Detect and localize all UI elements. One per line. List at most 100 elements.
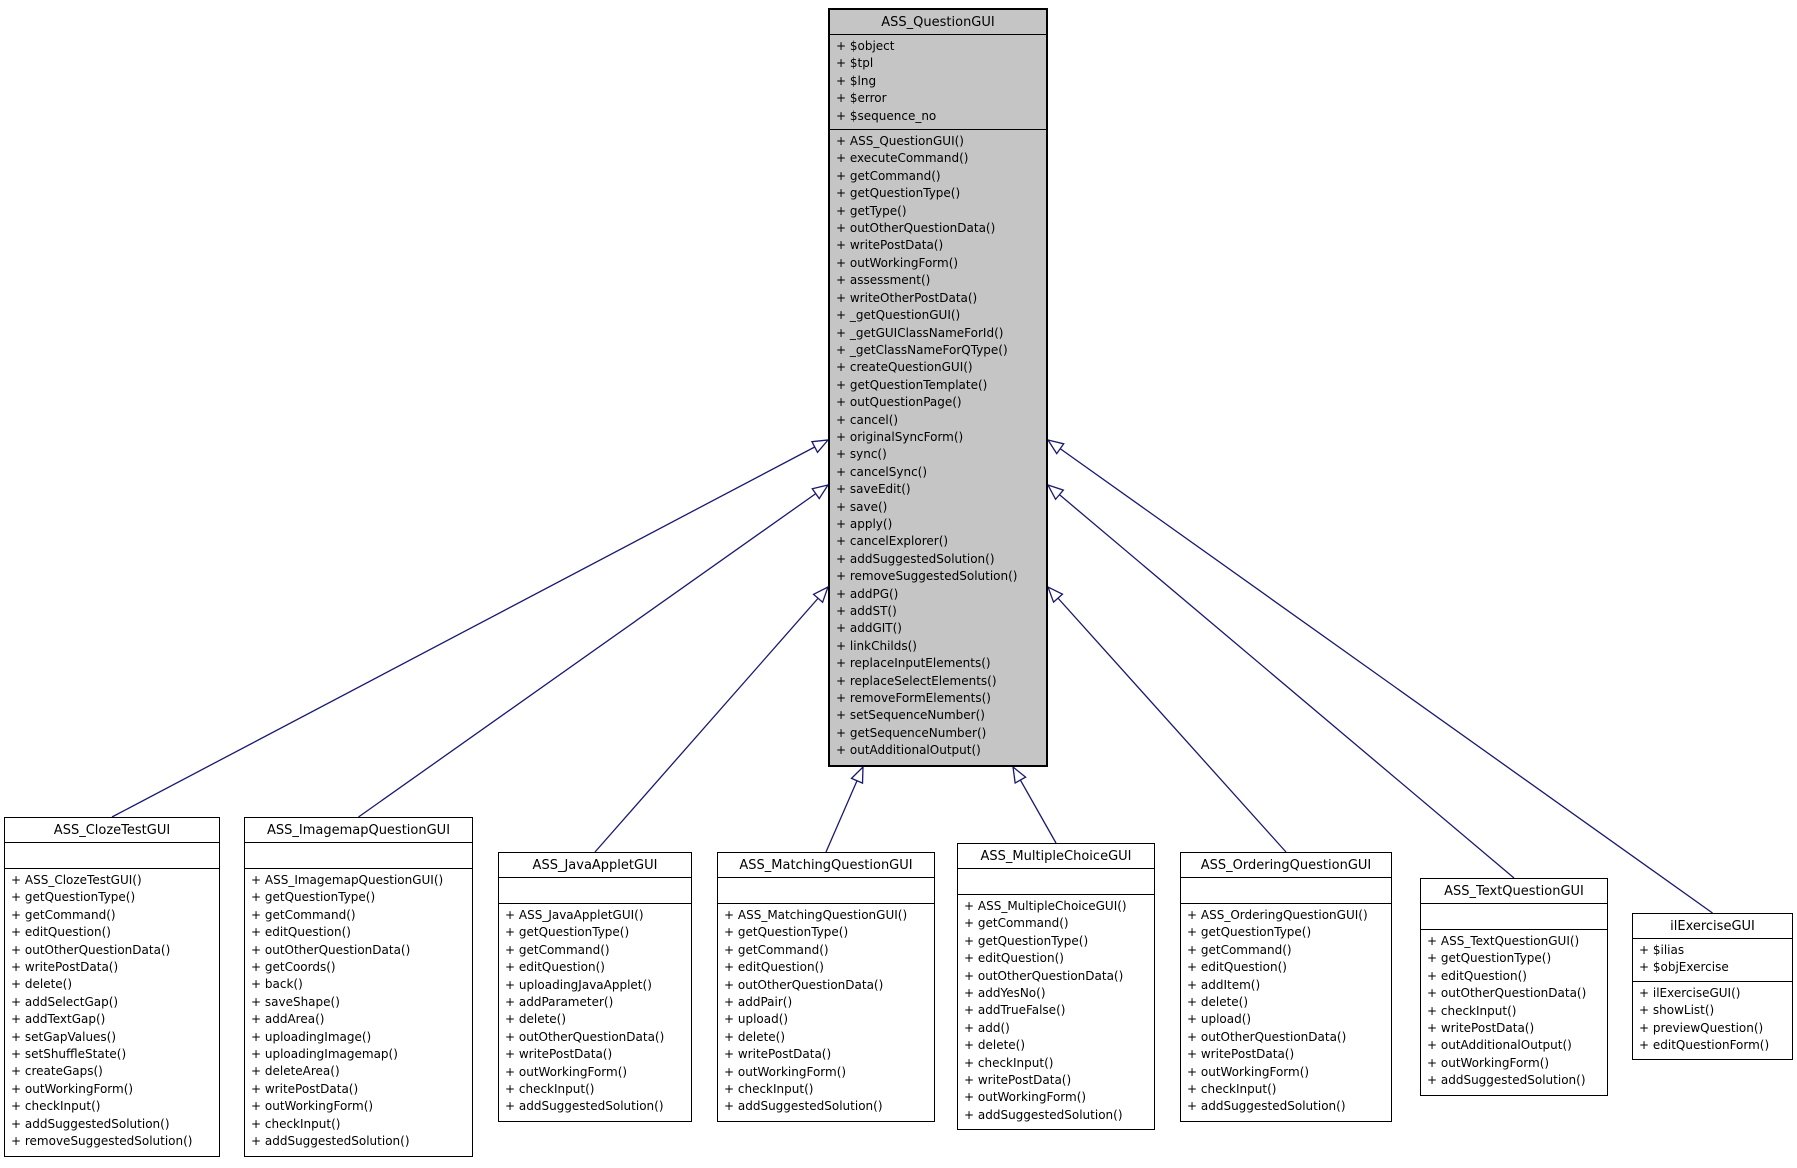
class-method: + getQuestionType(): [11, 890, 136, 905]
class-method: + replaceSelectElements(): [836, 673, 997, 688]
class-method: + addSuggestedSolution(): [11, 1116, 170, 1131]
class-method: + outWorkingForm(): [251, 1099, 374, 1114]
class-method: + editQuestion(): [1427, 968, 1527, 983]
class-method: + ASS_TextQuestionGUI(): [1427, 934, 1580, 948]
class-method: + editQuestion(): [11, 925, 111, 940]
class-method: + outWorkingForm(): [836, 255, 959, 270]
class-method: + addPair(): [724, 995, 793, 1010]
class-attributes-section: [718, 878, 934, 904]
inheritance-edge-ASS_TextQuestionGUI: [1046, 483, 1515, 879]
class-node-ASS_QuestionGUI[interactable]: ASS_QuestionGUI+ $object+ $tpl+ $lng+ $e…: [828, 8, 1048, 767]
class-attributes-section: [1181, 878, 1391, 904]
class-method: + delete(): [11, 977, 73, 992]
class-attributes-section: + $object+ $tpl+ $lng+ $error+ $sequence…: [830, 35, 1046, 131]
class-node-ilExerciseGUI[interactable]: ilExerciseGUI+ $ilias+ $objExercise + ilE…: [1632, 913, 1793, 1061]
class-method: + checkInput(): [964, 1055, 1054, 1070]
class-method: + uploadingImage(): [251, 1029, 372, 1044]
class-method: + cancelExplorer(): [836, 534, 949, 549]
class-method: + addSuggestedSolution(): [1187, 1099, 1346, 1114]
class-method: + addSuggestedSolution(): [251, 1134, 410, 1149]
class-method: + getType(): [836, 203, 907, 218]
class-attribute: + $sequence_no: [836, 108, 937, 123]
class-attributes-section: + $ilias+ $objExercise: [1633, 939, 1792, 982]
inheritance-edge-ASS_JavaAppletGUI: [594, 585, 830, 853]
class-attributes-section: [958, 869, 1154, 895]
class-method: + addSelectGap(): [11, 994, 119, 1009]
class-method: + delete(): [964, 1038, 1026, 1053]
class-method: + writePostData(): [1187, 1047, 1295, 1062]
class-method: + getCommand(): [505, 942, 610, 957]
class-method: + getCommand(): [11, 907, 116, 922]
inheritance-edge-ASS_MatchingQuestionGUI: [825, 765, 864, 853]
class-attribute: + $objExercise: [1639, 960, 1729, 975]
class-method: + editQuestion(): [1187, 960, 1287, 975]
class-method: + previewQuestion(): [1639, 1020, 1764, 1035]
class-title: ASS_MatchingQuestionGUI: [718, 853, 934, 878]
class-method: + originalSyncForm(): [836, 429, 964, 444]
class-method: + outAdditionalOutput(): [1427, 1038, 1572, 1053]
class-method: + ASS_ImagemapQuestionGUI(): [251, 873, 444, 887]
class-node-ASS_OrderingQuestionGUI[interactable]: ASS_OrderingQuestionGUI+ ASS_OrderingQue…: [1180, 852, 1392, 1122]
class-method: + addSuggestedSolution(): [724, 1099, 883, 1114]
class-method: + outOtherQuestionData(): [11, 942, 171, 957]
class-node-ASS_ClozeTestGUI[interactable]: ASS_ClozeTestGUI+ ASS_ClozeTestGUI()+ ge…: [4, 817, 220, 1157]
class-method: + editQuestion(): [724, 960, 824, 975]
class-method: + ASS_JavaAppletGUI(): [505, 908, 644, 922]
class-method: + saveEdit(): [836, 482, 911, 497]
class-method: + addTrueFalse(): [964, 1003, 1066, 1018]
class-title: ASS_JavaAppletGUI: [499, 853, 691, 878]
class-method: + outQuestionPage(): [836, 395, 962, 410]
class-method: + _getGUIClassNameForId(): [836, 325, 1004, 340]
class-method: + createQuestionGUI(): [836, 360, 973, 375]
class-node-ASS_JavaAppletGUI[interactable]: ASS_JavaAppletGUI + ASS_JavaAppletGUI() + …: [498, 852, 692, 1122]
class-method: + addGIT(): [836, 621, 902, 636]
class-method: + setGapValues(): [11, 1029, 117, 1044]
class-method: + back(): [251, 977, 303, 992]
class-method: + getCommand(): [964, 916, 1069, 931]
class-node-ASS_TextQuestionGUI[interactable]: ASS_TextQuestionGUI+ ASS_TextQuestionGUI…: [1420, 878, 1608, 1096]
class-method: + editQuestion(): [964, 951, 1064, 966]
class-methods-section: + ASS_OrderingQuestionGUI()+ getQuestion…: [1181, 904, 1391, 1121]
class-method: + writePostData(): [251, 1081, 359, 1096]
class-method: + getCommand(): [836, 168, 941, 183]
class-method: + delete(): [724, 1029, 786, 1044]
class-method: + addSuggestedSolution(): [964, 1107, 1123, 1122]
class-method: + getQuestionType(): [505, 925, 630, 940]
inheritance-edge-ASS_ClozeTestGUI: [111, 439, 830, 818]
class-method: + checkInput(): [505, 1082, 595, 1097]
class-method: + addArea(): [251, 1012, 325, 1027]
class-method: + save(): [836, 499, 888, 514]
class-method: + outWorkingForm(): [505, 1064, 628, 1079]
class-title: ASS_ImagemapQuestionGUI: [245, 818, 472, 843]
class-node-ASS_MatchingQuestionGUI[interactable]: ASS_MatchingQuestionGUI + ASS_MatchingQue…: [717, 852, 935, 1122]
class-method: + removeFormElements(): [836, 691, 991, 706]
class-method: + writePostData(): [836, 238, 944, 253]
class-method: + getQuestionTemplate(): [836, 377, 988, 392]
class-attributes-section: [245, 843, 472, 869]
class-attributes-section: [499, 878, 691, 904]
class-method: + addTextGap(): [11, 1012, 106, 1027]
class-method: + checkInput(): [1187, 1082, 1277, 1097]
class-method: + createGaps(): [11, 1064, 103, 1079]
class-method: + getSequenceNumber(): [836, 725, 987, 740]
class-method: + addSuggestedSolution(): [1427, 1073, 1586, 1088]
class-attributes-section: [1421, 904, 1607, 930]
class-method: + writePostData(): [1427, 1021, 1535, 1036]
class-method: + ilExerciseGUI(): [1639, 985, 1741, 1000]
class-method: + editQuestion(): [505, 960, 605, 975]
class-method: + upload(): [724, 1012, 789, 1027]
class-method: + deleteArea(): [251, 1064, 340, 1079]
class-method: + _getQuestionGUI(): [836, 308, 961, 323]
class-node-ASS_ImagemapQuestionGUI[interactable]: ASS_ImagemapQuestionGUI + ASS_ImagemapQue…: [244, 817, 473, 1157]
class-method: + saveShape(): [251, 994, 340, 1009]
class-methods-section: + ASS_MatchingQuestionGUI()+ getQuestion…: [718, 904, 934, 1121]
class-method: + linkChilds(): [836, 638, 917, 653]
class-node-ASS_MultipleChoiceGUI[interactable]: ASS_MultipleChoiceGUI+ ASS_MultipleChoic…: [957, 843, 1155, 1131]
class-method: + outOtherQuestionData(): [505, 1029, 665, 1044]
inheritance-edge-ilExerciseGUI: [1046, 438, 1713, 914]
class-method: + editQuestion(): [251, 925, 351, 940]
class-method: + getQuestionType(): [836, 186, 961, 201]
class-title: ilExerciseGUI: [1633, 914, 1792, 939]
